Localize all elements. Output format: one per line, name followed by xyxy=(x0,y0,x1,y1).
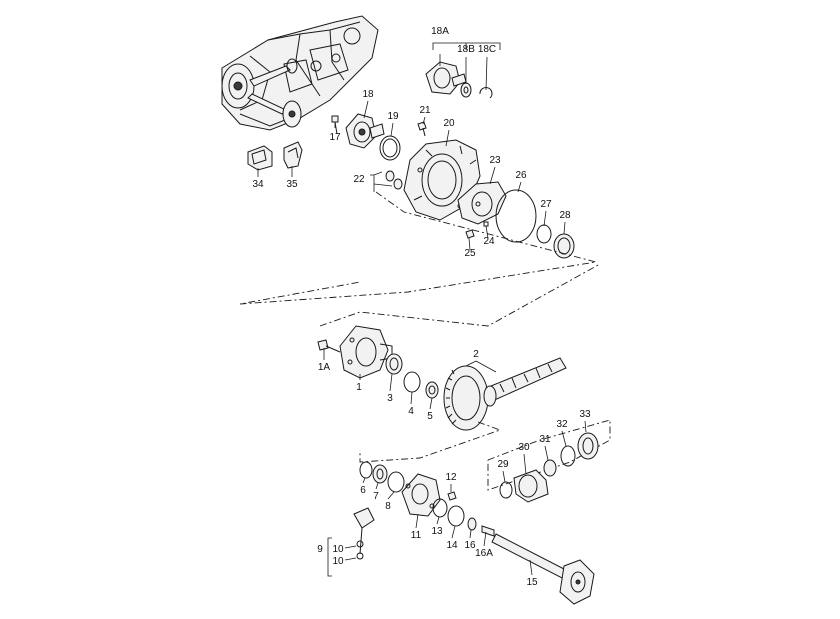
seal-part-16a xyxy=(481,525,495,537)
flange-part-18 xyxy=(345,113,385,149)
callout-label-32: 32 xyxy=(556,419,568,430)
callout-label-3: 3 xyxy=(387,393,393,404)
callout-label-27: 27 xyxy=(540,199,552,210)
clip-18c xyxy=(479,87,493,99)
callout-label-1a: 1A xyxy=(318,362,331,373)
reference-dashlines-middle xyxy=(359,419,611,491)
callout-label-7: 7 xyxy=(373,491,379,502)
callout-label-14: 14 xyxy=(446,540,458,551)
callout-label-10: 10 xyxy=(332,556,344,567)
bearing-part-30 xyxy=(513,469,549,503)
ring-part-27 xyxy=(536,224,552,244)
callout-label-35: 35 xyxy=(286,179,298,190)
bearing-part-5 xyxy=(425,381,439,399)
callout-label-18: 18 xyxy=(362,89,374,100)
callout-label-18a: 18A xyxy=(431,26,449,37)
callout-label-4: 4 xyxy=(408,406,414,417)
callout-label-12: 12 xyxy=(445,472,457,483)
callout-label-20: 20 xyxy=(443,118,455,129)
bolt-part-21 xyxy=(417,121,427,137)
seal-part-7 xyxy=(372,464,388,484)
ring-part-6 xyxy=(359,461,373,479)
ring-part-31 xyxy=(543,459,557,477)
callout-label-15: 15 xyxy=(526,577,538,588)
seal-part-16 xyxy=(467,517,477,531)
o-ring-part-19 xyxy=(379,135,401,161)
callout-label-31: 31 xyxy=(539,434,551,445)
cover-part-23 xyxy=(457,181,507,225)
bearing-part-3 xyxy=(385,353,403,375)
ring-part-13 xyxy=(432,498,448,518)
callout-label-22: 22 xyxy=(353,174,365,185)
callout-label-29: 29 xyxy=(497,459,509,470)
bearing-18b xyxy=(460,82,472,98)
callout-label-5: 5 xyxy=(427,411,433,422)
callout-label-18b: 18B xyxy=(457,44,475,55)
callout-label-34: 34 xyxy=(252,179,264,190)
sensor-part-9 xyxy=(353,507,375,560)
callout-label-16a: 16A xyxy=(475,548,493,559)
callout-label-28: 28 xyxy=(559,210,571,221)
bracket-part-35 xyxy=(283,141,303,169)
callout-label-2: 2 xyxy=(473,349,479,360)
callout-label-18c: 18C xyxy=(478,44,496,55)
callout-label-13: 13 xyxy=(431,526,443,537)
plug-part-22 xyxy=(385,170,403,190)
bracket-part-34 xyxy=(247,145,273,171)
callout-label-1: 1 xyxy=(356,382,362,393)
output-shaft-part-15 xyxy=(491,533,595,605)
callout-label-8: 8 xyxy=(385,501,391,512)
gearbox-assembly xyxy=(221,15,379,131)
differential-housing-part-1 xyxy=(339,325,393,379)
flange-assembly-18a xyxy=(425,61,467,95)
leader-lines xyxy=(257,42,587,577)
callout-label-24: 24 xyxy=(483,236,495,247)
crown-wheel-and-pinion-part-2 xyxy=(443,357,567,431)
callout-label-11: 11 xyxy=(411,530,422,541)
ring-part-8 xyxy=(387,471,405,493)
callout-label-26: 26 xyxy=(515,170,527,181)
shaft-seal-part-28 xyxy=(553,233,575,259)
callout-label-6: 6 xyxy=(360,485,366,496)
callout-label-17: 17 xyxy=(329,132,341,143)
callout-label-10: 10 xyxy=(332,544,344,555)
callout-label-33: 33 xyxy=(579,409,591,420)
callout-label-25: 25 xyxy=(464,248,476,259)
callout-label-23: 23 xyxy=(489,155,501,166)
bolt-part-1a xyxy=(317,339,341,353)
callout-label-21: 21 xyxy=(419,105,431,116)
callout-label-16: 16 xyxy=(464,540,476,551)
ring-part-14 xyxy=(447,505,465,527)
flange-cover-part-11 xyxy=(401,473,441,517)
screw-part-24 xyxy=(483,221,489,227)
callout-label-19: 19 xyxy=(387,111,399,122)
seal-ring-part-26 xyxy=(495,189,537,243)
seal-part-33 xyxy=(577,432,599,460)
callout-label-30: 30 xyxy=(518,442,530,453)
ring-part-29 xyxy=(499,481,513,499)
bolt-part-12 xyxy=(447,491,457,501)
ring-part-4 xyxy=(403,371,421,393)
callout-label-9: 9 xyxy=(317,544,323,555)
pin-part-25 xyxy=(465,229,475,239)
circlip-part-32 xyxy=(560,445,576,467)
reference-dashlines-upper xyxy=(239,191,601,327)
